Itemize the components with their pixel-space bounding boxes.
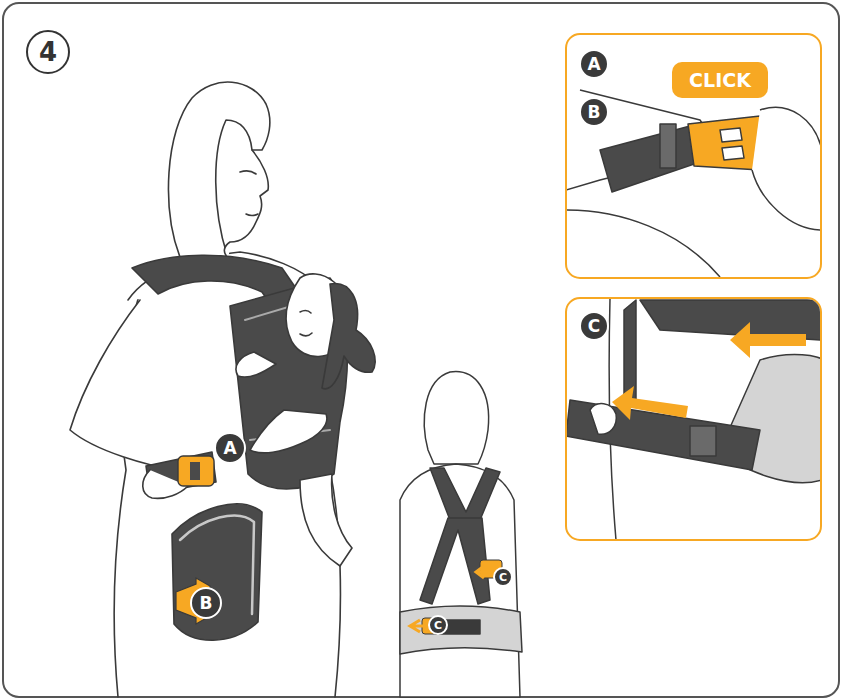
baby-hand: [236, 352, 276, 377]
detail-buckle-click: [567, 90, 820, 277]
female-buckle: [178, 456, 214, 486]
callout-letter: A: [579, 49, 609, 79]
step-number: 4: [26, 30, 70, 74]
eye: [240, 171, 256, 174]
face: [224, 150, 268, 258]
detail-tighten: [567, 299, 820, 539]
baby-eye: [300, 311, 311, 313]
strap: [600, 126, 700, 192]
strap-adjuster: [660, 124, 676, 168]
main-figure: [70, 82, 375, 697]
hair: [169, 82, 270, 263]
callout-letter: B: [579, 97, 609, 127]
click-badge: CLICK: [672, 62, 768, 98]
strap-adjuster: [690, 426, 716, 456]
direction-arrow: [730, 322, 806, 358]
buckle-slot: [190, 462, 200, 480]
hand: [752, 107, 820, 230]
callout-letter: C: [493, 567, 513, 587]
frame: [3, 3, 839, 697]
detail-panel: [566, 298, 821, 540]
callout-letter: C: [579, 311, 609, 341]
hair: [424, 372, 488, 464]
shoulder-strap: [420, 518, 490, 604]
direction-arrow: [612, 386, 688, 420]
baby-mouth: [300, 333, 312, 336]
baby-hood: [322, 283, 375, 388]
hand: [590, 404, 616, 435]
baby-leg: [300, 474, 352, 566]
hip-belt: [400, 606, 522, 654]
callout-letter: B: [190, 587, 222, 619]
arm: [70, 300, 176, 470]
callout-letter: A: [214, 432, 246, 464]
buckle-detail: [720, 128, 744, 160]
hand: [250, 410, 327, 453]
mouth: [246, 214, 258, 216]
detail-panel: [566, 34, 821, 278]
back: [400, 464, 520, 697]
shoulder-strap: [430, 468, 500, 520]
back-figure: [400, 372, 522, 697]
hip-belt: [172, 504, 262, 640]
body-outline: [567, 210, 720, 277]
callout-letter: C: [428, 615, 448, 635]
